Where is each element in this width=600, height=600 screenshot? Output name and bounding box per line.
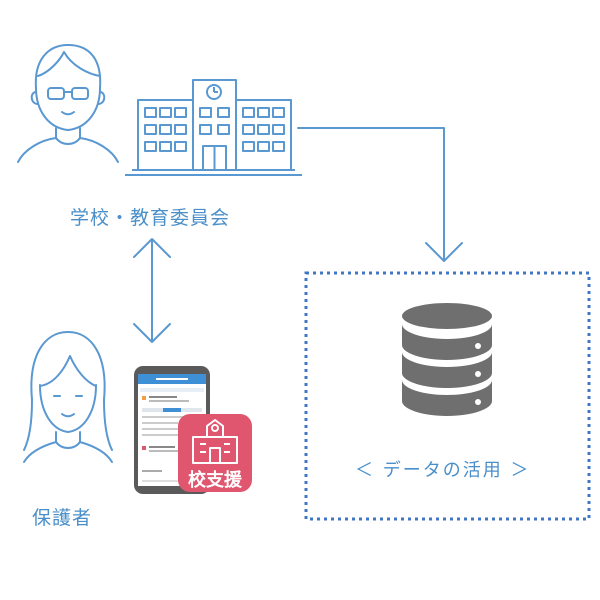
parent-person-icon [23, 331, 113, 463]
data-usage-box [304, 271, 591, 521]
data-usage-label: ＜ データの活用 ＞ [355, 460, 531, 481]
teacher-person-icon [17, 44, 119, 163]
app-badge-icon: 校支援 [178, 414, 252, 492]
school-building-icon [125, 79, 302, 176]
school-to-data-arrow [297, 127, 463, 262]
parent-label: 保護者 [32, 507, 93, 529]
database-icon [402, 303, 492, 416]
bidirectional-arrow [133, 238, 171, 343]
school-board-label: 学校・教育委員会 [70, 207, 231, 229]
app-badge-label: 校支援 [188, 469, 243, 491]
